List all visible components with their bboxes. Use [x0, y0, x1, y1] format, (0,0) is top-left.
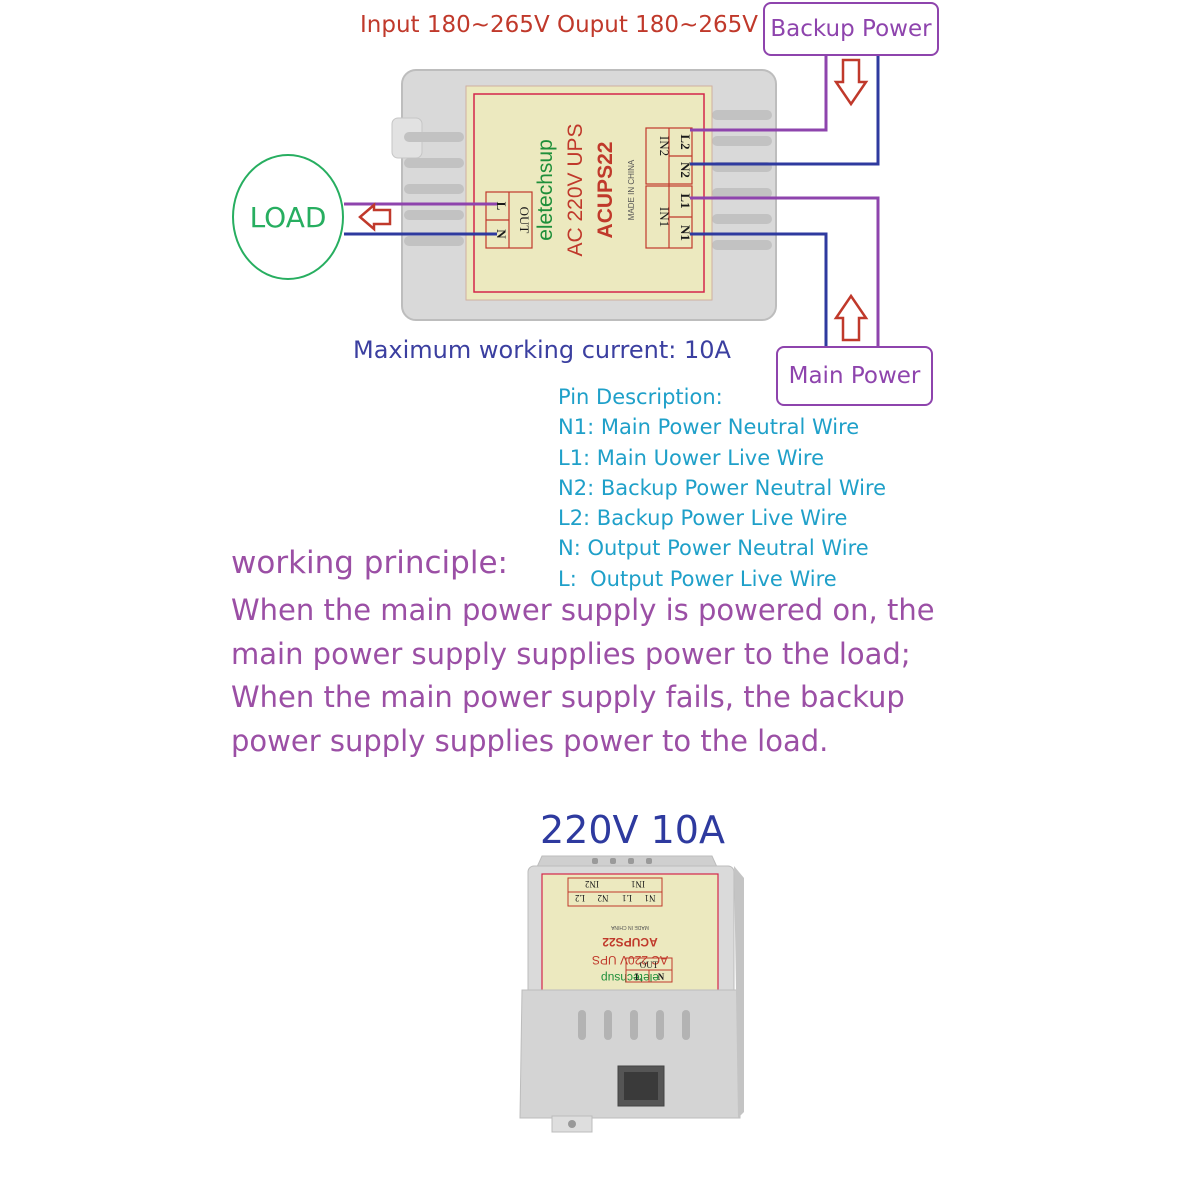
- terminal-in1-label: IN1: [657, 207, 672, 227]
- side-terminal-n: N: [658, 972, 665, 982]
- main-power-box: Main Power: [776, 346, 933, 406]
- pin-description: Pin Description: N1: Main Power Neutral W…: [558, 382, 886, 594]
- terminal-block-in: IN2 IN1 L2 N2 L1 N1: [645, 127, 693, 249]
- terminal-block-out: OUT L N: [485, 191, 533, 249]
- working-principle-text: When the main power supply is powered on…: [231, 593, 935, 758]
- io-voltage-spec: Input 180~265V Ouput 180~265V: [360, 12, 758, 38]
- pin-item-l2: L2: Backup Power Live Wire: [558, 506, 848, 531]
- wire-backup-neutral: [690, 56, 880, 166]
- pin-item-l: L: Output Power Live Wire: [558, 566, 837, 591]
- rating-text: 220V 10A: [540, 808, 725, 852]
- working-principle-title: working principle:: [231, 545, 508, 581]
- side-device-brand: eletechsup: [601, 971, 659, 985]
- side-device-model: ACUPS22: [602, 935, 658, 949]
- side-terminal-in2: IN2: [585, 879, 599, 889]
- device-brand: eletechsup: [534, 139, 557, 241]
- flow-arrows: [358, 58, 869, 342]
- wires: [344, 56, 880, 346]
- wire-main-live: [690, 196, 880, 346]
- arrow-up-icon: [833, 293, 869, 342]
- side-terminal-l1: L1: [622, 893, 632, 903]
- side-terminal-l2: L2: [575, 893, 585, 903]
- side-terminal-n2: N2: [598, 893, 609, 903]
- wire-main-neutral: [690, 232, 828, 346]
- device-origin: MADE IN CHINA: [627, 159, 636, 220]
- pin-item-n: N: Output Power Neutral Wire: [558, 536, 869, 561]
- backup-power-box: Backup Power: [763, 2, 939, 56]
- side-terminal-out: OUT: [640, 960, 659, 970]
- wire-backup-live: [690, 56, 828, 132]
- terminal-l1-label: L1: [678, 193, 693, 208]
- terminal-n1-label: N1: [678, 225, 693, 241]
- side-device-product: AC 220V UPS: [592, 953, 668, 967]
- pin-item-n1: N1: Main Power Neutral Wire: [558, 415, 860, 440]
- side-terminal-in1: IN1: [631, 879, 645, 889]
- pin-description-title: Pin Description:: [558, 385, 723, 409]
- side-device-origin: MADE IN CHINA: [610, 924, 648, 930]
- ups-device-side-view: eletechsup AC 220V UPS ACUPS22 MADE IN C…: [519, 855, 744, 1133]
- vent-slots-left: [404, 132, 464, 246]
- side-vent-slots: [578, 1010, 690, 1040]
- max-current-text: Maximum working current: 10A: [353, 336, 731, 364]
- device-label: [465, 85, 713, 301]
- device-model: ACUPS22: [594, 142, 617, 239]
- terminal-out-label: OUT: [517, 207, 532, 234]
- arrow-down-icon: [833, 58, 869, 107]
- ups-device-top-view: eletechsup AC 220V UPS ACUPS22 MADE IN C…: [391, 69, 777, 321]
- side-terminal-n1: N1: [645, 893, 656, 903]
- terminal-in2-label: IN2: [657, 136, 672, 156]
- terminal-n-label: N: [494, 229, 509, 239]
- device-product: AC 220V UPS: [564, 123, 587, 256]
- pin-item-l1: L1: Main Uower Live Wire: [558, 445, 825, 470]
- pin-item-n2: N2: Backup Power Neutral Wire: [558, 475, 887, 500]
- side-terminal-l: L: [635, 972, 641, 982]
- arrow-left-icon: [358, 202, 392, 232]
- load-circle: LOAD: [232, 154, 344, 280]
- terminal-l-label: L: [494, 202, 509, 211]
- terminal-l2-label: L2: [678, 134, 693, 149]
- terminal-n2-label: N2: [678, 162, 693, 178]
